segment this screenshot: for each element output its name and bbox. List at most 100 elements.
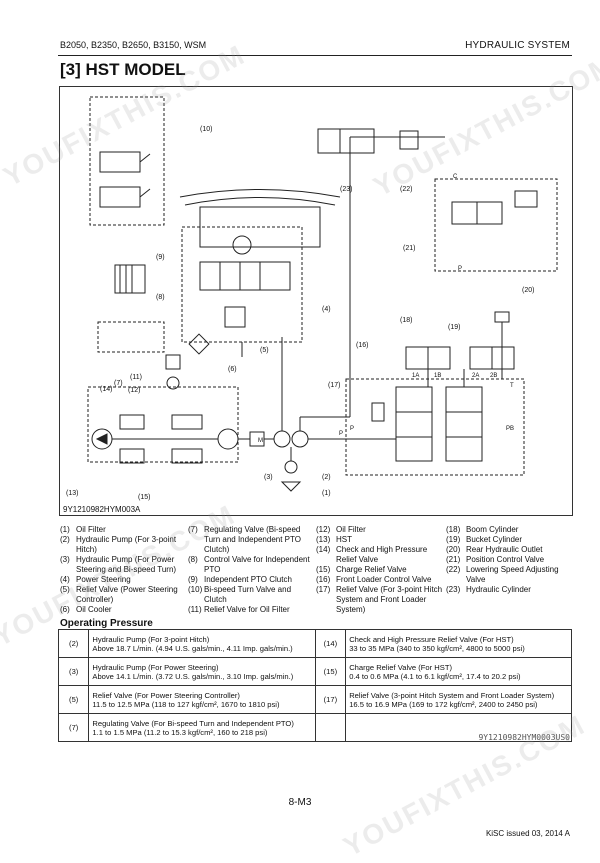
port-label: M [258, 438, 263, 444]
legend-item: (3)Hydraulic Pump (For Power Steering an… [60, 555, 177, 574]
bi-speed-valve-2 [99, 186, 141, 208]
legend-item: (15)Charge Relief Valve [316, 565, 407, 574]
steering-valve [199, 261, 291, 291]
callout-label: (2) [322, 474, 331, 481]
legend-item: (17)Relief Valve (For 3-point Hitch Syst… [316, 585, 443, 614]
legend-item: (6)Oil Cooler [60, 605, 112, 614]
legend-column-4: (18)Boom Cylinder (19)Bucket Cylinder (2… [446, 525, 572, 595]
hydraulic-circuit-diagram: (1) (2) (3) (4) (5) (6) (7) (8) (9) (10) (11) (12) (… [59, 86, 573, 516]
callout-label: (7) [114, 380, 123, 387]
rear-outlet-20 [494, 311, 510, 323]
callout-label: (5) [260, 347, 269, 354]
legend-column-1: (1)Oil Filter (2)Hydraulic Pump (For 3-p… [60, 525, 180, 615]
oil-cooler-6 [188, 333, 210, 355]
page-title: [3] HST MODEL [60, 60, 186, 79]
oil-filter-12 [166, 376, 180, 390]
relief-valve-5 [224, 306, 246, 328]
pto-clutch-9 [114, 264, 146, 294]
operating-pressure-table: (2) Hydraulic Pump (For 3-point Hitch)Ab… [57, 629, 572, 742]
check-valve-14b [119, 448, 145, 464]
legend-item: (13)HST [316, 535, 352, 544]
legend-item: (1)Oil Filter [60, 525, 106, 534]
hydraulic-cylinder-23 [317, 128, 375, 154]
bi-speed-valve-1 [99, 151, 141, 173]
callout-label: (13) [66, 490, 78, 497]
port-label: PB [506, 426, 514, 432]
hst-motor [217, 428, 239, 450]
callout-label: (6) [228, 366, 237, 373]
charge-relief-15b [171, 448, 203, 464]
legend-item: (22)Lowering Speed Adjusting Valve [446, 565, 559, 584]
figure-code: 9Y1210982HYM003A [63, 505, 141, 514]
control-valve-8 [97, 321, 165, 353]
operating-pressure-code: 9Y1210982HYM0003US0 [478, 733, 570, 742]
callout-label: (15) [138, 494, 150, 501]
callout-label: (11) [130, 374, 142, 381]
legend-item: (4)Power Steering [60, 575, 131, 584]
oil-filter-1 [284, 460, 298, 474]
circuit-svg: (1) (2) (3) (4) (5) (6) (7) (8) (9) (10) (11) (12) (… [66, 96, 558, 501]
position-control-box [434, 178, 558, 272]
position-valve-spool [514, 190, 538, 208]
callout-label: (20) [522, 287, 534, 294]
legend-item: (16)Front Loader Control Valve [316, 575, 432, 584]
port-label: 2A [472, 373, 479, 379]
port-label: P [339, 431, 343, 437]
header-models: B2050, B2350, B2650, B3150, WSM [60, 40, 207, 50]
pump-3 [273, 430, 291, 448]
callout-label: (22) [400, 186, 412, 193]
legend-column-3: (12)Oil Filter (13)HST (14)Check and Hig… [316, 525, 444, 615]
port-label: T [510, 383, 514, 389]
charge-relief-15a [171, 414, 203, 430]
lowering-speed-valve-22 [399, 130, 419, 150]
legend-item: (11)Relief Valve for Oil Filter [188, 605, 290, 614]
callout-label: (4) [322, 306, 331, 313]
callout-label: (3) [264, 474, 273, 481]
bi-speed-turn-box [89, 96, 165, 226]
legend-item: (2)Hydraulic Pump (For 3-point Hitch) [60, 535, 177, 554]
port-label: 1A [412, 373, 419, 379]
operating-pressure-title: Operating Pressure [60, 618, 153, 629]
legend-item: (20)Rear Hydraulic Outlet [446, 545, 543, 554]
steering-motor [232, 235, 252, 255]
relief-valve-17 [371, 402, 385, 422]
callout-label: (1) [322, 490, 331, 497]
header-section: HYDRAULIC SYSTEM [465, 40, 570, 51]
front-loader-box [345, 378, 525, 476]
tank [280, 481, 302, 492]
check-valve-14a [119, 414, 145, 430]
loader-spool-1 [395, 386, 433, 462]
legend-item: (10)Bi-speed Turn Valve and Clutch [188, 585, 292, 604]
callout-label: (8) [156, 294, 165, 301]
header-rule [58, 55, 572, 56]
table-row: (3) Hydraulic Pump (For Power Steering)A… [57, 657, 572, 686]
legend-item: (19)Bucket Cylinder [446, 535, 523, 544]
legend-item: (5)Relief Valve (Power Steering Controll… [60, 585, 178, 604]
footer-issue: KiSC issued 03, 2014 A [485, 829, 570, 838]
page-number: 8-M3 [288, 797, 312, 808]
regulating-valve-7 [165, 354, 181, 370]
legend-item: (21)Position Control Valve [446, 555, 545, 564]
port-label: 2B [490, 373, 497, 379]
callout-label: (19) [448, 324, 460, 331]
callout-label: (18) [400, 317, 412, 324]
callout-label: (10) [200, 126, 212, 133]
table-row: (2) Hydraulic Pump (For 3-point Hitch)Ab… [57, 629, 572, 658]
hst-box [87, 386, 239, 463]
table-row: (5) Relief Valve (For Power Steering Con… [57, 685, 572, 714]
callout-label: (23) [340, 186, 352, 193]
callout-label: (16) [356, 342, 368, 349]
legend-item: (23)Hydraulic Cylinder [446, 585, 531, 594]
callout-label: (17) [328, 382, 340, 389]
port-label: 1B [434, 373, 441, 379]
callout-label: (9) [156, 254, 165, 261]
table-row: (7) Regulating Valve (For Bi-speed Turn … [57, 713, 572, 742]
callout-label: (21) [403, 245, 415, 252]
port-label: P [350, 426, 354, 432]
loader-spool-2 [445, 386, 483, 462]
callout-label: (14) [100, 386, 112, 393]
callout-label: (12) [128, 387, 140, 394]
legend-item: (18)Boom Cylinder [446, 525, 519, 534]
legend-item: (9)Independent PTO Clutch [188, 575, 292, 584]
legend-item: (12)Oil Filter [316, 525, 366, 534]
